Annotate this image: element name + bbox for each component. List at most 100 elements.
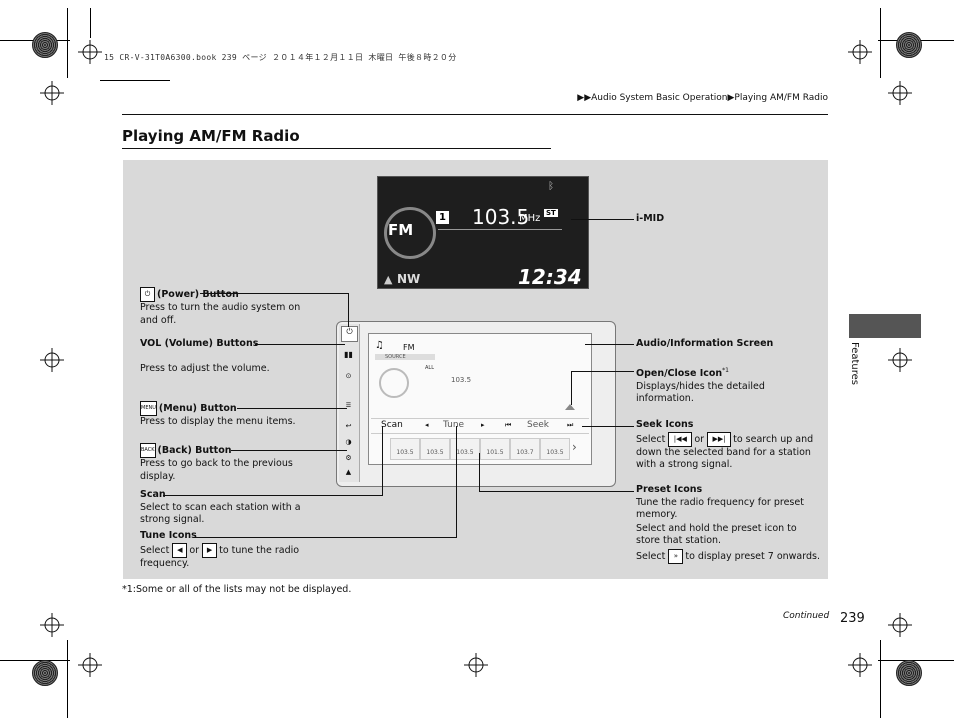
- leader-line: [571, 371, 572, 405]
- leader-line: [231, 450, 347, 451]
- preset-title: Preset Icons: [636, 484, 703, 495]
- crosshair-icon: [848, 40, 872, 64]
- continued-label: Continued: [783, 611, 830, 621]
- back-button[interactable]: ↩: [345, 422, 352, 430]
- preset-button[interactable]: 103.5: [420, 438, 450, 460]
- seek-down-icon[interactable]: ⏮: [505, 421, 512, 429]
- page-title: Playing AM/FM Radio: [122, 127, 300, 145]
- seek-desc-or: or: [694, 433, 705, 445]
- imid-label: i-MID: [636, 213, 664, 226]
- preset-button[interactable]: 101.5: [480, 438, 510, 460]
- registration-disc-icon: [32, 32, 58, 58]
- control-bar: Scan ◂ Tune ▸ ⏮ Seek ⏭: [371, 418, 589, 434]
- crosshair-icon: [888, 348, 912, 372]
- crosshair-icon: [78, 653, 102, 677]
- preset-button[interactable]: 103.5: [450, 438, 480, 460]
- leader-line: [571, 371, 634, 372]
- preset-label-block: Preset Icons Tune the radio frequency fo…: [636, 484, 820, 564]
- menu-button[interactable]: ☰: [345, 402, 352, 409]
- imid-label-text: i-MID: [636, 213, 665, 224]
- breadcrumb-section[interactable]: Audio System Basic Operation: [591, 93, 728, 103]
- imid-divider: [438, 229, 562, 230]
- eject-button[interactable]: ▲: [345, 468, 352, 476]
- crosshair-icon: [888, 613, 912, 637]
- tune-down-icon[interactable]: ◂: [425, 421, 429, 429]
- crop-mark: [880, 640, 881, 718]
- seek-back-icon: |◀◀: [668, 431, 693, 447]
- preset-next-page-icon: »: [668, 548, 684, 564]
- vol-button[interactable]: ▮▮: [344, 350, 353, 359]
- crosshair-icon: [464, 653, 488, 677]
- registration-disc-icon: [896, 660, 922, 686]
- back-icon: BACK: [140, 443, 156, 458]
- power-label: ⏻(Power) Button Press to turn the audio …: [140, 287, 320, 327]
- back-title: (Back) Button: [157, 445, 232, 456]
- source-label[interactable]: SOURCE: [375, 354, 435, 360]
- preset-button[interactable]: 103.5: [390, 438, 420, 460]
- openclose-title: Open/Close Icon: [636, 368, 723, 380]
- crop-mark: [0, 660, 70, 661]
- leader-line: [348, 293, 349, 327]
- tune-label: Tune: [443, 420, 465, 430]
- scan-label: Scan Select to scan each station with a …: [140, 489, 320, 527]
- screen-label-text: Audio/Information Screen: [636, 338, 774, 349]
- preset-button[interactable]: 103.5: [540, 438, 570, 460]
- tune-desc-a: Select: [140, 544, 170, 556]
- registration-disc-icon: [32, 660, 58, 686]
- side-tab-label: Features: [849, 342, 860, 385]
- side-tab-marker: [849, 314, 921, 338]
- crop-mark: [67, 8, 68, 78]
- crosshair-icon: [78, 40, 102, 64]
- breadcrumb: ▶▶Audio System Basic Operation▶Playing A…: [577, 93, 828, 103]
- page-number: 239: [840, 611, 865, 626]
- tune-title: Tune Icons: [140, 530, 197, 541]
- radio-broadcast-icon: [384, 207, 436, 259]
- title-underline: [122, 148, 551, 149]
- vol-knob-icon[interactable]: ⊙: [345, 372, 352, 380]
- breadcrumb-separator: ▶: [727, 93, 735, 103]
- scan-button[interactable]: Scan: [381, 420, 403, 430]
- seek-forward-icon: ▶▶|: [707, 431, 732, 447]
- imid-display: ᛒ FM 1 103.5 MHz ST ▲ NW 12:34: [377, 176, 589, 289]
- crop-mark: [67, 640, 68, 718]
- footnote: *1:Some or all of the lists may not be d…: [122, 584, 352, 595]
- power-button[interactable]: ⏻: [341, 326, 358, 342]
- leader-line: [479, 453, 480, 491]
- crosshair-icon: [40, 613, 64, 637]
- print-info-line: 15 CR-V-31T0A6300.book 239 ページ ２０１４年１２月１…: [104, 53, 457, 62]
- day-night-button[interactable]: ◑: [345, 438, 352, 446]
- settings-button[interactable]: ⚙: [345, 454, 352, 462]
- tune-left-icon: ◀: [172, 542, 188, 558]
- preset-desc3-b: to display preset 7 onwards.: [685, 550, 820, 562]
- tune-label-block: Tune Icons Select ◀or ▶to tune the radio…: [140, 530, 325, 570]
- crop-mark: [100, 80, 170, 81]
- screen-all-label: ALL: [425, 365, 434, 371]
- crosshair-icon: [40, 348, 64, 372]
- seek-up-icon[interactable]: ⏭: [567, 421, 574, 429]
- seek-label-block: Seek Icons Select |◀◀or ▶▶|to search up …: [636, 419, 816, 472]
- imid-preset-number: 1: [436, 211, 449, 224]
- imid-unit: MHz: [519, 213, 541, 224]
- imid-frequency: 103.5: [472, 205, 530, 229]
- preset-description-3: Select »to display preset 7 onwards.: [636, 548, 820, 564]
- crop-mark: [878, 660, 954, 661]
- preset-next-icon[interactable]: ›: [572, 440, 577, 454]
- preset-button[interactable]: 103.7: [510, 438, 540, 460]
- open-close-icon[interactable]: [565, 404, 575, 410]
- leader-line: [255, 344, 345, 345]
- leader-line: [456, 426, 457, 538]
- breadcrumb-arrows: ▶▶: [577, 93, 592, 103]
- breadcrumb-page: Playing AM/FM Radio: [734, 93, 828, 103]
- imid-stereo-badge: ST: [544, 209, 558, 217]
- header-rule: [122, 114, 828, 115]
- preset-description-2: Select and hold the preset icon to store…: [636, 522, 797, 547]
- power-title: (Power) Button: [157, 289, 239, 300]
- crop-mark: [880, 8, 881, 78]
- menu-title: (Menu) Button: [158, 403, 237, 414]
- tune-up-icon[interactable]: ▸: [481, 421, 485, 429]
- imid-compass: NW: [397, 272, 421, 286]
- scan-description: Select to scan each station with a stron…: [140, 501, 301, 526]
- crosshair-icon: [40, 81, 64, 105]
- leader-line: [571, 219, 634, 220]
- power-icon: ⏻: [140, 287, 155, 302]
